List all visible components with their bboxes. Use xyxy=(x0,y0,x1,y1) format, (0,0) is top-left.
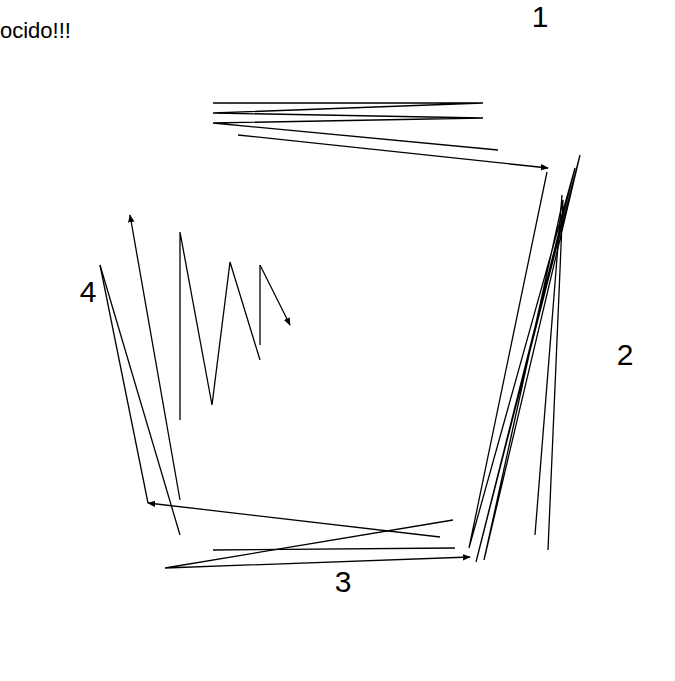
note-text: ocido!!! xyxy=(0,20,71,42)
dish-ellipse xyxy=(20,3,674,677)
petri-dish: 1 4 2 3 xyxy=(19,2,675,678)
region-number: 1 xyxy=(532,2,549,32)
region-number: 4 xyxy=(80,277,97,307)
region-number: 2 xyxy=(617,340,634,370)
region-number: 3 xyxy=(335,567,352,597)
